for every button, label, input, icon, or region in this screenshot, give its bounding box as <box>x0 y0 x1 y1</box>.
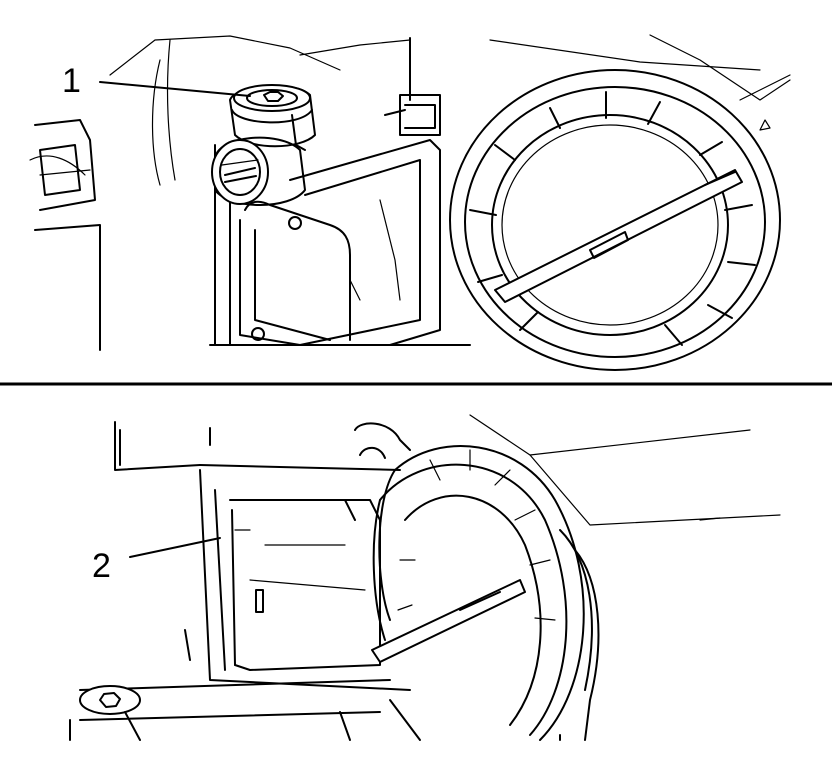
callout-1-label: 1 <box>62 62 81 100</box>
callout-2-leader <box>129 537 221 558</box>
bottom-panel <box>69 414 781 741</box>
callout-1-leader <box>99 81 251 97</box>
callout-2-label: 2 <box>92 547 111 585</box>
top-panel <box>29 34 791 371</box>
